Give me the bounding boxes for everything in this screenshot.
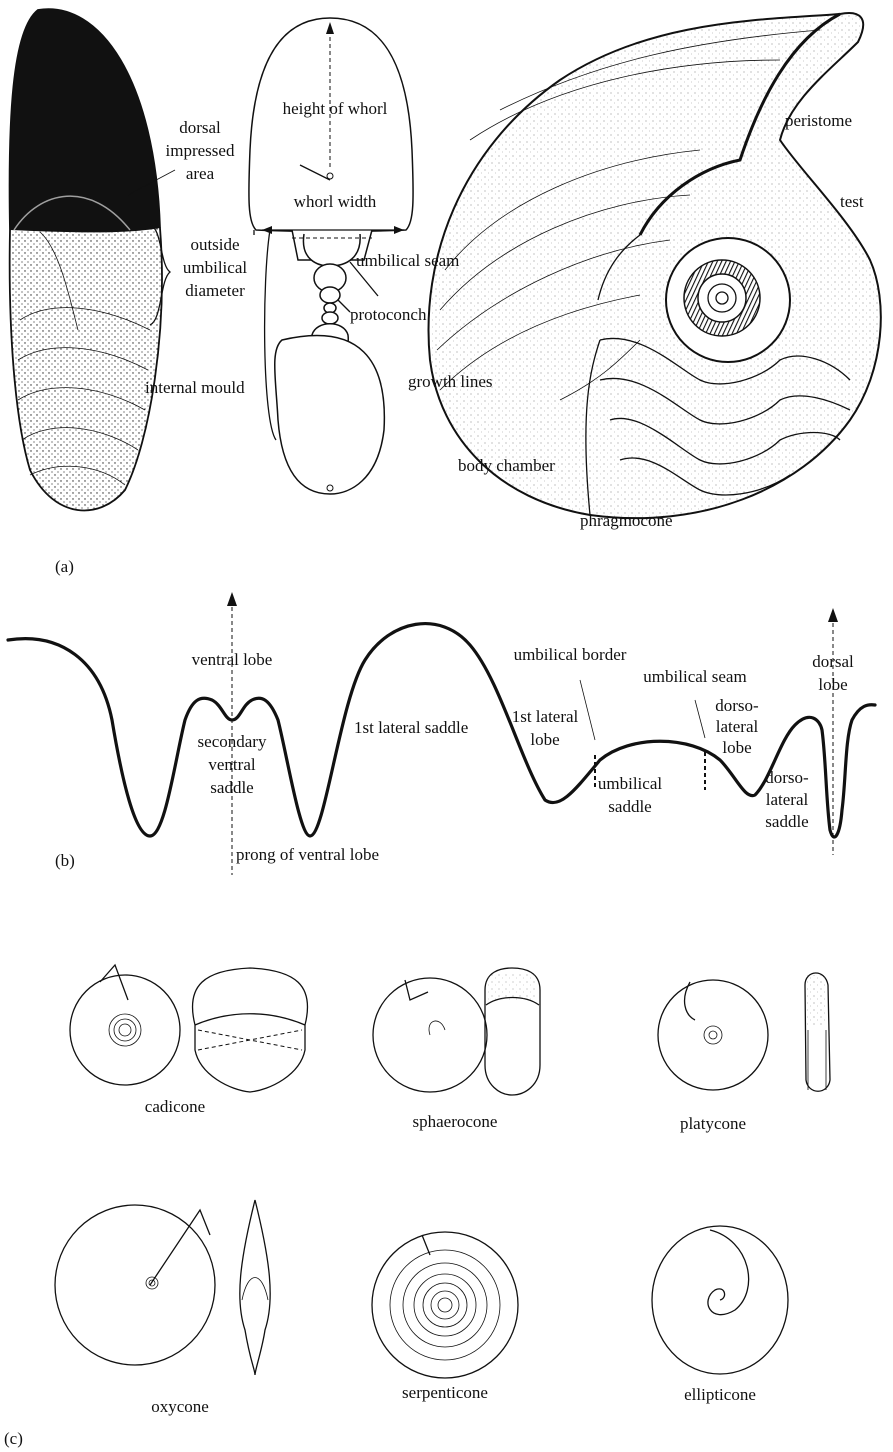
panel-a-label: (a) [55,557,74,576]
label-umbilical-seam-a: umbilical seam [356,251,459,270]
shape-label-cadicone: cadicone [145,1097,205,1116]
label-ventral: ventral [208,755,255,774]
label-lateral-saddle: lateral [766,790,809,809]
label-dorso-lobe: dorso- [715,696,759,715]
label-area: area [186,164,215,183]
label-saddle-dl: saddle [765,812,808,831]
ellipticone-drawing [652,1226,788,1374]
label-internal-mould: internal mould [145,378,245,397]
label-lobe-dorsal: lobe [818,675,847,694]
sphaerocone-drawing [373,968,540,1095]
label-dorsal-b: dorsal [812,652,854,671]
platycone-drawing [658,973,830,1091]
label-saddle: saddle [210,778,253,797]
shape-label-sphaerocone: sphaerocone [413,1112,498,1131]
label-height-of-whorl: height of whorl [283,99,388,118]
label-lateral-lobe: lateral [716,717,759,736]
label-umbilical-b: umbilical [598,774,662,793]
label-secondary: secondary [198,732,267,751]
large-ammonite-drawing [429,13,881,518]
shape-label-ellipticone: ellipticone [684,1385,756,1404]
label-lobe: lobe [530,730,559,749]
label-outside: outside [190,235,239,254]
label-lobe-dl: lobe [722,738,751,757]
label-whorl-width: whorl width [294,192,377,211]
panel-c-label: (c) [4,1429,23,1448]
label-impressed: impressed [166,141,235,160]
shape-label-serpenticone: serpenticone [402,1383,488,1402]
label-dorsal: dorsal [179,118,221,137]
panel-c: cadicone sphaerocone platycone [4,965,830,1448]
oxycone-drawing [55,1200,270,1375]
serpenticone-drawing [372,1232,518,1378]
label-1st-lateral-saddle: 1st lateral saddle [354,718,468,737]
label-umbilical-border: umbilical border [514,645,627,664]
shape-label-oxycone: oxycone [151,1397,209,1416]
shape-label-platycone: platycone [680,1114,746,1133]
label-dorso-saddle: dorso- [765,768,809,787]
label-umbilical-seam-b: umbilical seam [643,667,746,686]
label-prong-of-ventral-lobe: prong of ventral lobe [236,845,379,864]
ammonite-profile-drawing [10,9,162,510]
label-umbilical: umbilical [183,258,247,277]
label-peristome: peristome [785,111,852,130]
label-saddle-b: saddle [608,797,651,816]
panel-b-label: (b) [55,851,75,870]
label-1st-lateral: 1st lateral [512,707,579,726]
label-protoconch: protoconch [350,305,427,324]
label-ventral-lobe: ventral lobe [192,650,273,669]
label-phragmocone: phragmocone [580,511,673,530]
label-test: test [840,192,864,211]
label-body-chamber: body chamber [458,456,555,475]
panel-b: ventral lobe secondary ventral saddle pr… [8,592,875,875]
panel-a: dorsal impressed area outside umbilical … [10,9,881,576]
label-diameter: diameter [185,281,245,300]
cadicone-drawing [70,965,308,1092]
label-growth-lines: growth lines [408,372,493,391]
